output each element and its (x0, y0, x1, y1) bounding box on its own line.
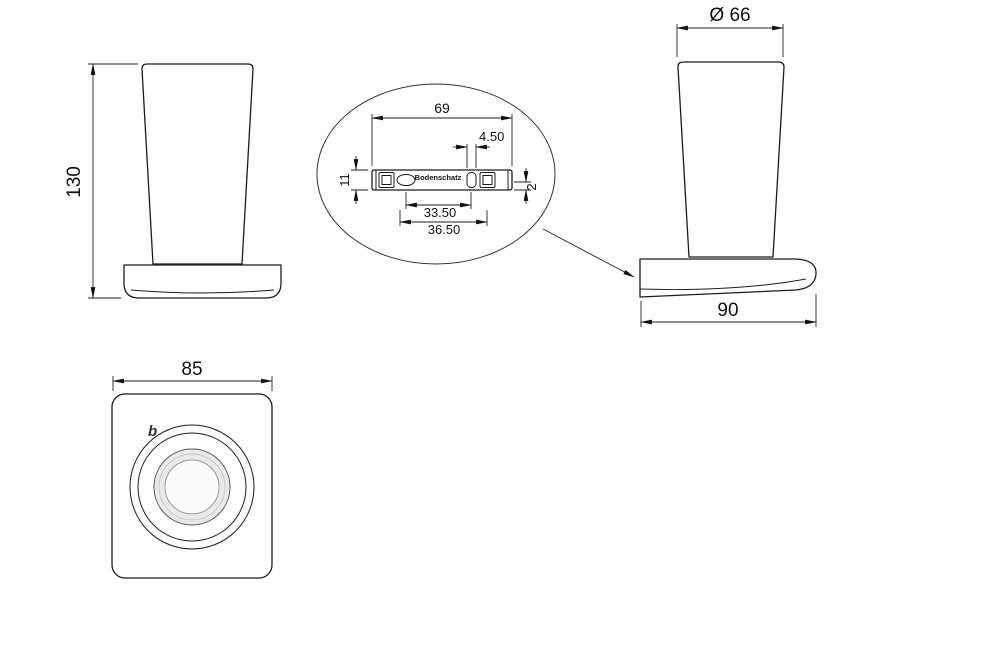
detail-slot-spacing-label: 36.50 (428, 222, 461, 237)
side-view: Ø 66 90 (639, 5, 817, 327)
side-base-width-dimension: 90 (640, 294, 817, 327)
top-inner-ring-shade (158, 453, 226, 521)
detail-height-label: 11 (337, 173, 352, 187)
detail-width-dimension: 69 (371, 100, 513, 166)
brand-logo-b: b (148, 423, 157, 440)
detail-leader-arrow (542, 228, 635, 278)
detail-height-dimension: 11 (337, 156, 368, 204)
detail-slot-width-dimension: 4.50 (453, 129, 504, 168)
side-base-width-label: 90 (717, 300, 738, 321)
detail-hole-spacing-label: 33.50 (424, 205, 457, 220)
top-width-dimension: 85 (112, 359, 273, 391)
side-diameter-label: Ø 66 (709, 5, 750, 26)
detail-hole-spacing-dimension: 33.50 (405, 192, 472, 220)
detail-slot-spacing-dimension: 36.50 (399, 210, 488, 237)
bracket-outline (371, 169, 513, 191)
front-height-dimension: 130 (64, 63, 138, 299)
top-baseplate-outline (111, 393, 273, 579)
top-mid-rim-circle (137, 432, 247, 542)
top-center-hole (164, 459, 220, 515)
top-width-label: 85 (181, 359, 202, 380)
detail-bracket-profile: Bodenschatz (371, 169, 513, 191)
side-cup-outline (677, 61, 785, 258)
side-diameter-dimension: Ø 66 (676, 5, 784, 57)
bracket-oval-slot (396, 174, 416, 186)
bracket-right-square-hole (479, 172, 496, 188)
side-base-underside-line (639, 278, 807, 291)
detail-thickness-label: 2 (524, 183, 539, 190)
detail-bubble-ellipse (316, 83, 556, 265)
side-base-outline (639, 258, 817, 298)
top-outer-rim-circle (129, 424, 255, 550)
front-base-outline (123, 264, 282, 299)
detail-thickness-dimension: 2 (514, 168, 539, 204)
detail-width-label: 69 (434, 100, 450, 116)
top-view: 85 b (111, 359, 273, 579)
bracket-brand-label: Bodenschatz (415, 173, 462, 182)
front-view: 130 (64, 63, 282, 299)
top-cup-circles (129, 424, 255, 550)
detail-view: Bodenschatz 69 4.50 11 (316, 83, 635, 278)
front-cup-outline (141, 63, 254, 265)
bracket-left-square-hole (378, 172, 395, 188)
front-base-underside-line (130, 289, 275, 294)
front-height-label: 130 (64, 166, 85, 198)
bracket-vertical-slot (466, 172, 477, 188)
detail-slot-width-label: 4.50 (479, 129, 504, 144)
